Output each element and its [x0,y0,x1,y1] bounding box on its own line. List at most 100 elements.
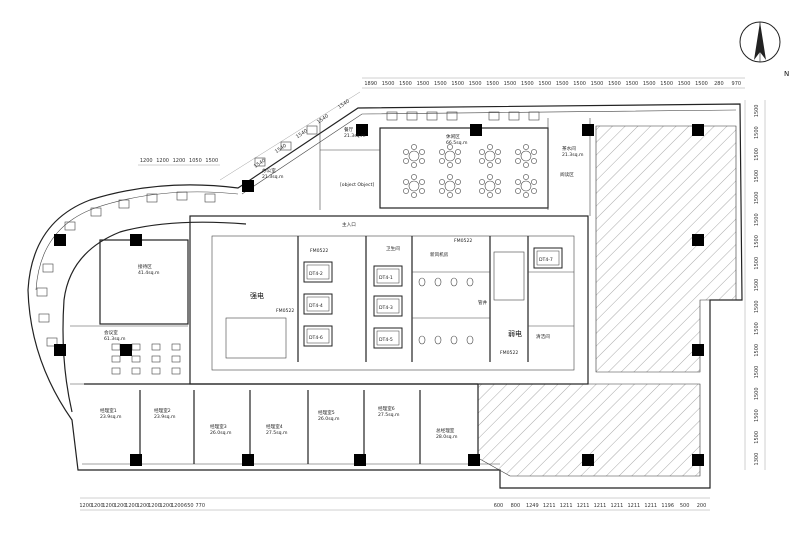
dimension-label: 1200 [114,503,127,509]
chair [455,149,461,155]
chair [523,192,529,198]
chair [411,162,417,168]
round-table [484,180,496,192]
chair [403,188,409,194]
dimension-label: 1500 [754,148,760,161]
elevator-label: DT4-6 [309,335,323,341]
office-7-area: 28.0sq.m [436,434,458,440]
dimension-label: 1050 [189,158,202,164]
desk-pod [146,193,158,203]
chair [447,162,453,168]
chair [403,179,409,185]
column [130,454,142,466]
dimension-label: 1500 [556,81,569,87]
dimension-label: 1500 [591,81,604,87]
column [468,454,480,466]
dimension-label: 500 [680,503,690,509]
dimension-label: 1500 [643,81,656,87]
dimension-label: 1500 [754,279,760,292]
dimension-label: 1200 [156,158,169,164]
chair [411,144,417,150]
dimension-label: 1500 [521,81,534,87]
meeting-area: 61.3sq.m [104,336,126,342]
chair [479,188,485,194]
north-label: N [784,70,789,78]
office-1-name: 经理室1 [100,407,117,414]
chair [403,158,409,164]
hatched-area-upper-right [595,125,737,373]
elevator-label: DT4-5 [379,337,393,343]
chair [487,144,493,150]
elevator-dt4-5: DT4-5 [373,327,403,349]
dimension-label: 280 [714,81,724,87]
chair [479,158,485,164]
dimension-label: 1500 [678,81,691,87]
dimension-label: 1196 [661,503,674,509]
column [354,454,366,466]
chair [419,158,425,164]
chair [495,188,501,194]
reception-area: 41.4sq.m [138,270,160,276]
dimension-label: 1540 [316,113,330,125]
dimension-label: 1200 [140,158,153,164]
column [692,234,704,246]
bottom-office-5: 经理室5 26.0sq.m [318,409,340,422]
desk [171,343,181,351]
dimension-label: 1200 [148,503,161,509]
tea-name: 茶水间 [562,145,576,152]
dimension-label: 1500 [573,81,586,87]
elevator-dt4-3: DT4-3 [373,295,403,317]
office-5-area: 26.0sq.m [318,416,340,422]
dimension-label: 1211 [560,503,573,509]
dining-area: 21.3sq.m [344,133,366,139]
elevator-label: DT4-2 [309,271,323,277]
chair [531,149,537,155]
office-name: 办公室 [262,167,276,174]
chair [531,179,537,185]
round-table [520,180,532,192]
chair [439,188,445,194]
elevator-dt4-2: DT4-2 [303,261,333,283]
dimension-label: 1500 [754,322,760,335]
outer-wall [27,103,743,489]
desk [131,355,141,363]
office-2-name: 经理室2 [154,407,171,414]
column [54,344,66,356]
office-2-area: 23.9sq.m [154,414,176,420]
dimension-label: 770 [195,503,205,509]
dimension-label: 1500 [469,81,482,87]
chair [495,158,501,164]
dimension-label: 1500 [382,81,395,87]
dimension-label: 1500 [754,192,760,205]
desk [151,355,161,363]
dimension-label: 1500 [486,81,499,87]
chair [447,192,453,198]
column [356,124,368,136]
dimension-label: 1200 [137,503,150,509]
office-1-area: 23.9sq.m [100,414,122,420]
dimension-label: 1500 [754,344,760,357]
desk [111,367,121,375]
office-6-name: 经理室6 [378,405,395,412]
fm-note-3: FM0522 [276,308,294,314]
dimension-label: 1500 [754,170,760,183]
fm-note-2: FM0522 [310,248,328,254]
chair [419,179,425,185]
chair [403,149,409,155]
meeting-name: 会议室 [104,329,118,336]
tea-area: 21.3sq.m [562,152,584,158]
office-4-name: 经理室4 [266,423,283,430]
chair [523,162,529,168]
chair [479,179,485,185]
dimension-label: 970 [732,81,742,87]
dimension-label: 1211 [627,503,640,509]
desk [171,367,181,375]
office-3-name: 经理室3 [210,423,227,430]
bottom-office-6: 经理室6 27.5sq.m [378,405,400,418]
round-table [408,180,420,192]
wc-note: 卫生间 [386,245,400,252]
chair [515,179,521,185]
dimension-label: 1500 [754,387,760,400]
pipe-note: 管井 [478,299,488,306]
dimension-label: 1500 [754,431,760,444]
